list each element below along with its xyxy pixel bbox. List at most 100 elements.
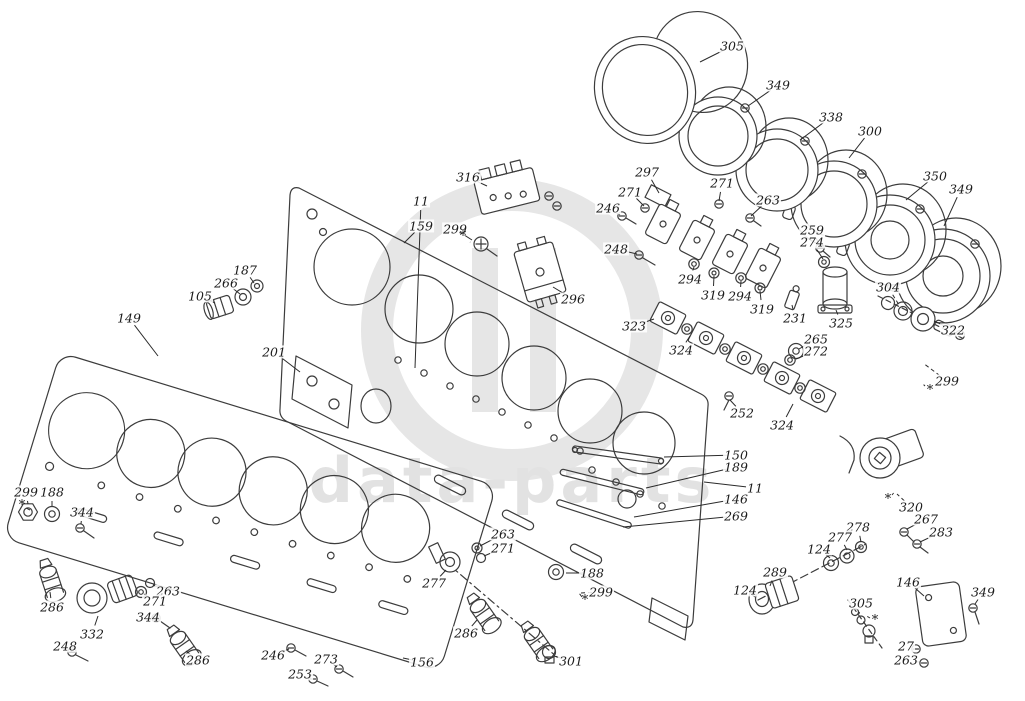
part-number-label: 271 (709, 175, 735, 191)
part-number-label: 27 (897, 638, 915, 654)
leader-line (622, 516, 728, 528)
part-number-label: 156 (409, 654, 435, 670)
relay-296 (513, 235, 567, 309)
leader-line (922, 362, 941, 377)
part-number-label: 124 (806, 541, 832, 557)
clamp-and-relay-325 (784, 243, 853, 314)
leader-line (816, 249, 824, 260)
leader-line (769, 580, 773, 587)
leader-line (579, 593, 583, 598)
rear-panel-small-holes (394, 356, 666, 510)
leader-line (25, 507, 31, 511)
leader-line (867, 615, 871, 619)
part-number-label: 201 (261, 344, 287, 360)
part-number-label: 267 (913, 511, 939, 527)
leader-line (905, 181, 929, 201)
reference-star: * (459, 229, 467, 245)
part-number-label: 272 (803, 343, 829, 359)
part-number-label: 325 (828, 315, 854, 331)
part-number-label: 271 (617, 184, 643, 200)
part-number-label: 252 (729, 405, 755, 421)
reference-star: * (926, 383, 934, 399)
gauge-housing-305 (593, 10, 749, 145)
part-number-label: 188 (39, 484, 65, 500)
reference-star: * (18, 498, 26, 514)
part-number-label: 263 (490, 526, 516, 542)
part-number-label: 324 (769, 417, 795, 433)
part-number-label: 159 (408, 218, 434, 234)
part-number-label: 299 (934, 373, 960, 389)
leader-line (923, 384, 926, 387)
part-number-label: 305 (719, 38, 745, 54)
part-number-label: 146 (723, 491, 749, 507)
ignition-switch-320 (839, 428, 924, 479)
part-number-label: 105 (187, 288, 213, 304)
leader-line (27, 500, 29, 505)
part-number-label: 349 (765, 77, 791, 93)
leader-line (974, 599, 979, 605)
part-number-label: 299 (13, 484, 39, 500)
reference-star: * (871, 613, 879, 629)
lamp-holder-cluster (428, 542, 565, 666)
leader-line (651, 179, 660, 194)
leader-line (414, 209, 422, 369)
part-number-label: 274 (799, 234, 825, 250)
part-number-label: 323 (621, 318, 647, 334)
front-panel-small-holes (97, 481, 412, 583)
part-number-label: 253 (287, 666, 313, 682)
part-number-label: 299 (588, 584, 614, 600)
leader-line (663, 454, 728, 458)
part-number-label: 296 (560, 291, 586, 307)
switch-group (617, 184, 786, 294)
linkage-rods (556, 445, 665, 529)
part-number-label: 319 (749, 301, 775, 317)
part-number-label: 231 (782, 310, 808, 326)
leader-line (633, 500, 728, 518)
part-number-label: 286 (453, 625, 479, 641)
part-number-label: 187 (232, 262, 258, 278)
gauge-bezel-338 (735, 117, 829, 212)
part-number-label: 188 (579, 565, 605, 581)
leader-line (134, 324, 159, 357)
gauge-bezel-349a (678, 86, 767, 176)
connector-block-316 (473, 159, 541, 215)
leader-line (799, 121, 825, 141)
part-number-label: 344 (135, 609, 161, 625)
part-number-label: 263 (155, 583, 181, 599)
leader-line (713, 275, 715, 287)
lamp-socket-289 (748, 527, 929, 615)
reference-star: * (884, 492, 892, 508)
part-number-label: 271 (142, 593, 168, 609)
part-number-label: 259 (799, 222, 825, 238)
leader-line (703, 481, 747, 488)
part-number-label: 11 (746, 480, 764, 496)
leader-line (750, 205, 762, 217)
part-number-label: 265 (803, 331, 829, 347)
part-number-label: 278 (845, 519, 871, 535)
part-number-label: 332 (79, 626, 105, 642)
part-number-label: 286 (39, 599, 65, 615)
leader-line (249, 277, 255, 284)
reference-star: * (581, 593, 589, 609)
part-number-label: 11 (412, 193, 430, 209)
leader-line (471, 619, 478, 627)
leader-line (943, 196, 958, 227)
part-number-label: 150 (723, 447, 749, 463)
part-number-label: 322 (940, 322, 966, 338)
part-number-label: 349 (970, 584, 996, 600)
leader-line (439, 569, 447, 577)
leader-line (914, 587, 925, 597)
part-number-label: 189 (723, 459, 749, 475)
leader-line (785, 403, 794, 418)
mounting-plate-146 (915, 581, 967, 647)
sub-bracket-201 (291, 355, 353, 429)
leader-line (835, 309, 839, 315)
plug-299-top (473, 236, 498, 257)
part-number-label: 283 (928, 524, 954, 540)
leader-line (843, 544, 848, 551)
front-panel (6, 355, 494, 669)
part-number-label: 344 (69, 504, 95, 520)
leader-line (403, 232, 415, 244)
part-number-label: 149 (116, 310, 142, 326)
